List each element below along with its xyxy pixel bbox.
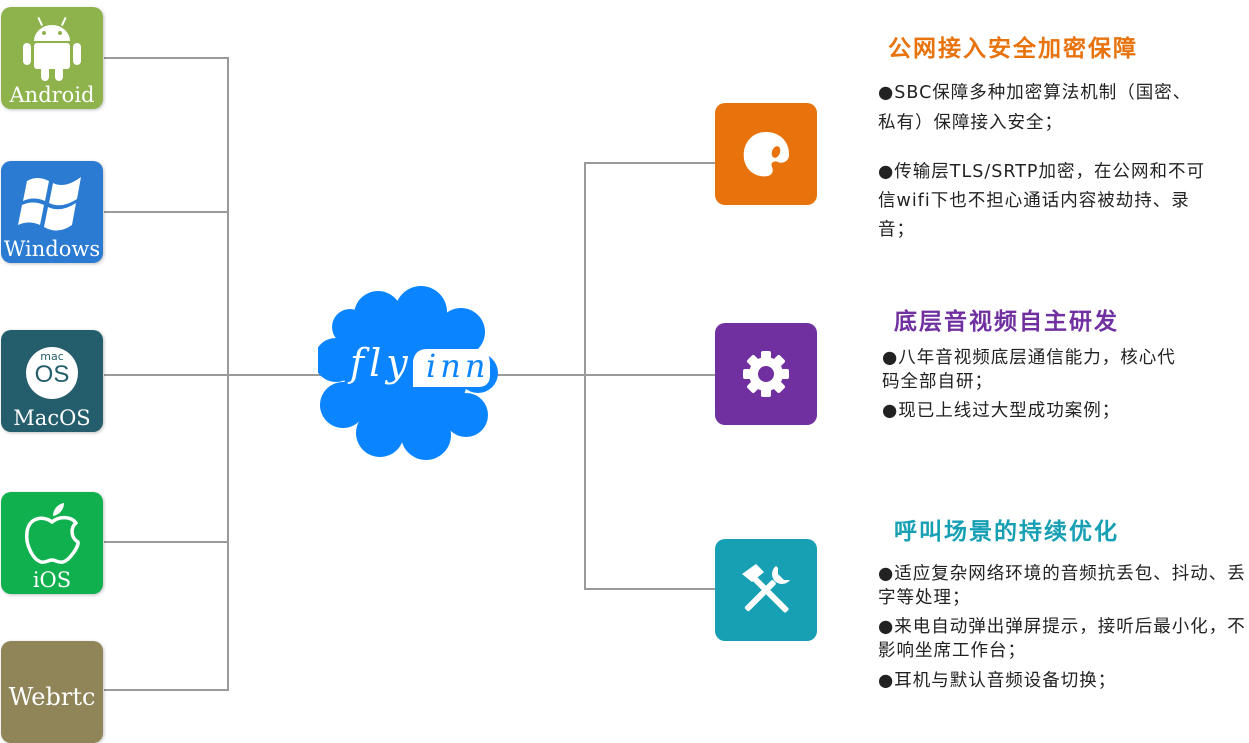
platform-webrtc: Webrtc	[1, 641, 103, 743]
platform-label: MacOS	[13, 406, 91, 430]
feature-title-av: 底层音视频自主研发	[894, 309, 1119, 335]
feature-text-av-2: ●现已上线过大型成功案例；	[882, 401, 1121, 421]
apple-icon	[24, 503, 80, 564]
platform-android: Android	[1, 7, 103, 109]
macos-badge-big: OS	[34, 361, 70, 388]
tools-icon	[742, 564, 790, 613]
platform-label: Windows	[3, 237, 101, 261]
feature-icon-security	[715, 103, 817, 205]
feature-text-call-3: ●耳机与默认音频设备切换；	[878, 671, 1117, 691]
feature-text-av-1: ●八年音视频底层通信能力，核心代码全部自研；	[882, 348, 1176, 392]
feature-text-call-2: ●来电自动弹出弹屏提示，接听后最小化，不影响坐席工作台；	[878, 617, 1246, 661]
platform-label: iOS	[32, 568, 72, 592]
shield-icon	[743, 132, 790, 177]
macos-badge-small: mac	[40, 350, 64, 363]
feature-text-security-1: ●SBC保障多种加密算法机制（国密、私有）保障接入安全；	[878, 83, 1192, 133]
gear-icon	[743, 351, 789, 397]
feature-title-security: 公网接入安全加密保障	[888, 36, 1138, 62]
feature-icon-tools	[715, 539, 817, 641]
logo-text-fly: fly	[350, 341, 413, 385]
windows-icon	[18, 177, 81, 231]
feature-title-call: 呼叫场景的持续优化	[894, 519, 1119, 545]
macos-icon	[26, 347, 78, 399]
android-icon	[23, 16, 81, 81]
platform-label: Webrtc	[8, 683, 96, 711]
platform-macos: mac OS MacOS	[1, 330, 103, 432]
feature-icon-gear	[715, 323, 817, 425]
platform-windows: Windows	[1, 161, 103, 263]
logo-text-inn: inn	[426, 347, 490, 385]
platform-ios: iOS	[1, 492, 103, 594]
feature-text-call-1: ●适应复杂网络环境的音频抗丢包、抖动、丢字等处理；	[878, 564, 1246, 608]
flyinn-logo: fly inn	[314, 285, 498, 469]
platform-label: Android	[9, 83, 95, 107]
feature-text-security-2: ●传输层TLS/SRTP加密，在公网和不可信wifi下也不担心通话内容被劫持、录…	[878, 162, 1205, 240]
